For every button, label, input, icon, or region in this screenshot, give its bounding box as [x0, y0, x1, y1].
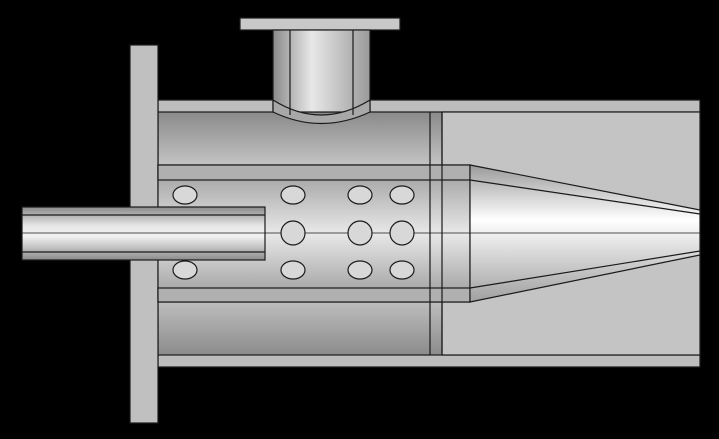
port-flange [239, 17, 401, 31]
inlet-pipe [21, 206, 266, 261]
port-junction [272, 98, 371, 125]
liner-holes [172, 185, 415, 280]
port-pipe [272, 29, 371, 113]
liner-bottom-wall [157, 287, 471, 303]
liner-top-wall [157, 164, 471, 181]
exit-cone [469, 164, 701, 303]
